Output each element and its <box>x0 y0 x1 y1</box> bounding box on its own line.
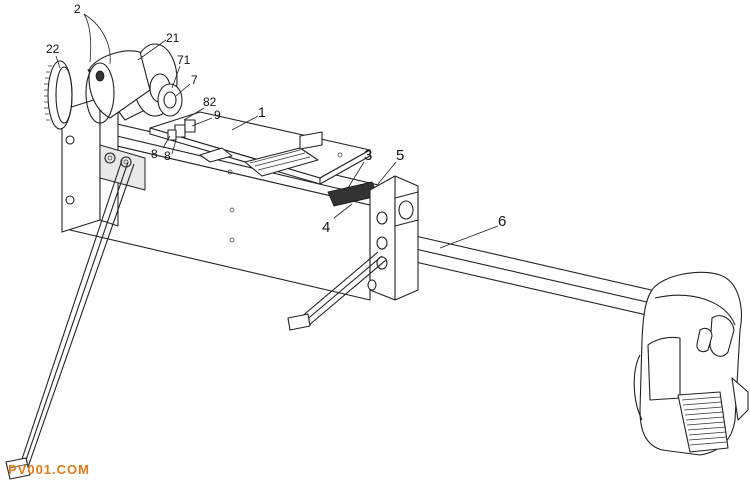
callout-8a: 8 <box>151 147 158 161</box>
callout-5: 5 <box>396 147 404 164</box>
leader-lines <box>55 13 499 249</box>
callout-1: 1 <box>258 104 266 120</box>
cable-left <box>5 159 135 480</box>
callout-4: 4 <box>322 219 330 236</box>
callout-21: 21 <box>166 31 180 45</box>
rod <box>397 231 661 319</box>
watermark: PV001.COM <box>8 462 90 477</box>
callout-3: 3 <box>364 147 372 164</box>
gear-22 <box>44 60 73 130</box>
callout-71: 71 <box>177 53 191 67</box>
callout-7: 7 <box>191 73 198 87</box>
right-bracket <box>367 175 419 301</box>
callout-22: 22 <box>46 42 60 56</box>
gear-7 <box>157 83 183 117</box>
callout-82: 82 <box>203 95 217 109</box>
callout-2: 2 <box>74 2 81 16</box>
handle-end <box>633 271 749 456</box>
callout-9: 9 <box>214 108 221 122</box>
circuit-board <box>149 111 371 185</box>
callout-labels: 2 22 21 71 7 82 9 1 8 8 3 5 4 6 <box>46 2 506 236</box>
cable-right <box>287 251 387 331</box>
callout-8b: 8 <box>164 149 171 163</box>
callout-6: 6 <box>498 213 506 230</box>
